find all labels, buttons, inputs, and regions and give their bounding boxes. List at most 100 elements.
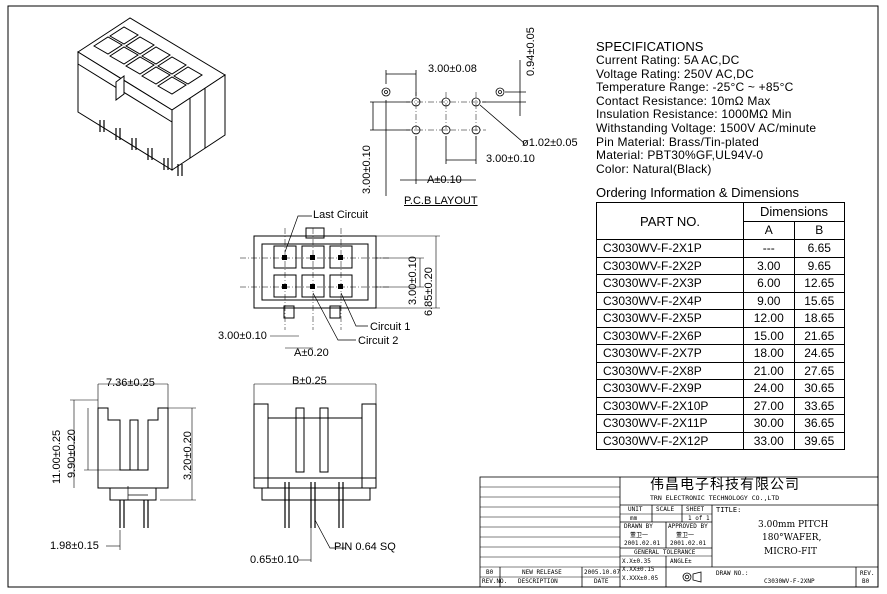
top-view bbox=[240, 215, 440, 349]
top-dim-right1: 3.00±0.10 bbox=[407, 256, 419, 305]
pcb-layout-title: P.C.B LAYOUT bbox=[404, 195, 478, 207]
rev-value: B0 bbox=[862, 578, 870, 585]
rev-code: B0 bbox=[486, 569, 494, 576]
scale-label: SCALE bbox=[656, 506, 675, 513]
top-dim-a: A±0.20 bbox=[294, 347, 329, 359]
part-no-cell: C3030WV-F-2X7P bbox=[596, 344, 744, 363]
unit-label: UNIT bbox=[628, 506, 643, 513]
angle-label: ANGLE± bbox=[670, 558, 692, 565]
dimensions-header: Dimensions bbox=[743, 202, 845, 222]
front-dim-b: B±0.25 bbox=[292, 375, 327, 387]
dim-b-cell: 18.65 bbox=[793, 309, 845, 328]
part-no-cell: C3030WV-F-2X4P bbox=[596, 291, 744, 310]
part-no-header: PART NO. bbox=[596, 202, 744, 240]
rev-label: REV. bbox=[860, 570, 875, 577]
last-circuit-label: Last Circuit bbox=[313, 209, 369, 221]
spec-line: Contact Resistance: 10mΩ Max bbox=[596, 93, 771, 108]
title-block-grid bbox=[479, 476, 879, 588]
side-dim-h2: 9.90±0.20 bbox=[66, 429, 78, 478]
dim-b-cell: 15.65 bbox=[793, 291, 845, 310]
sheet-label: SHEET bbox=[686, 506, 705, 513]
spec-line: Withstanding Voltage: 1500V AC/minute bbox=[596, 121, 817, 135]
dim-b-cell: 24.65 bbox=[793, 344, 845, 363]
pcb-dim-a: A±0.10 bbox=[427, 174, 462, 186]
pcb-dim-hole: ø1.02±0.05 bbox=[522, 137, 578, 149]
date-label: DATE bbox=[594, 578, 609, 585]
pcb-layout-view bbox=[370, 60, 526, 196]
dim-a-cell: --- bbox=[743, 239, 795, 258]
dim-a-cell: 24.00 bbox=[743, 379, 795, 398]
part-no-cell: C3030WV-F-2X8P bbox=[596, 361, 744, 380]
dim-b-cell: 27.65 bbox=[793, 361, 845, 380]
dim-b-cell: 6.65 bbox=[793, 239, 845, 258]
dim-a-cell: 15.00 bbox=[743, 326, 795, 345]
side-dim-width: 7.36±0.25 bbox=[106, 377, 155, 389]
part-no-cell: C3030WV-F-2X6P bbox=[596, 326, 744, 345]
approved-by-label: APPROVED BY bbox=[668, 523, 708, 530]
dim-b-cell: 12.65 bbox=[793, 274, 845, 293]
tolerance-3: X.XXX±0.05 bbox=[622, 575, 659, 582]
spec-line: Insulation Resistance: 1000MΩ Min bbox=[596, 107, 792, 122]
spec-line: Temperature Range: -25°C ~ +85°C bbox=[596, 80, 794, 95]
draw-no-label: DRAW NO.: bbox=[716, 570, 749, 577]
sheet-value: 1 of 1 bbox=[688, 515, 710, 522]
table-row: C3030WV-F-2X1P---6.65 bbox=[596, 239, 845, 258]
sheet-border bbox=[7, 5, 879, 588]
specifications-heading: SPECIFICATIONS bbox=[596, 39, 704, 54]
description-label: DESCRIPTION bbox=[518, 578, 558, 585]
rev-no-label: REV.NO. bbox=[482, 578, 508, 585]
circuit-1-label: Circuit 1 bbox=[370, 321, 411, 333]
unit-value: mm bbox=[630, 515, 638, 522]
title-label: TITLE: bbox=[716, 506, 742, 514]
rev-date: 2005.10.07 bbox=[584, 569, 621, 576]
drawn-date: 2001.02.01 bbox=[624, 540, 661, 547]
col-b-header: B bbox=[793, 220, 845, 240]
part-no-cell: C3030WV-F-2X10P bbox=[596, 396, 744, 415]
front-dim-pin: 0.65±0.10 bbox=[250, 554, 299, 566]
side-view bbox=[70, 383, 196, 550]
circuit-2-label: Circuit 2 bbox=[358, 335, 399, 347]
part-no-cell: C3030WV-F-2X1P bbox=[596, 239, 744, 258]
approved-by-name: 董卫一 bbox=[676, 532, 695, 539]
ordering-heading: Ordering Information & Dimensions bbox=[596, 185, 800, 200]
table-header-row: A B bbox=[597, 220, 845, 240]
part-no-cell: C3030WV-F-2X9P bbox=[596, 379, 744, 398]
side-dim-h1: 11.00±0.25 bbox=[51, 429, 63, 484]
col-a-header: A bbox=[743, 220, 795, 240]
dim-a-cell: 9.00 bbox=[743, 291, 795, 310]
part-no-cell: C3030WV-F-2X3P bbox=[596, 274, 744, 293]
spec-line: Current Rating: 5A AC,DC bbox=[596, 53, 740, 67]
dim-b-cell: 36.65 bbox=[793, 414, 845, 433]
top-dim-pitch-left: 3.00±0.10 bbox=[218, 330, 267, 342]
side-dim-bottom: 1.98±0.15 bbox=[50, 540, 99, 552]
pcb-dim-vertical-top: 0.94±0.05 bbox=[525, 27, 537, 76]
dim-a-cell: 12.00 bbox=[743, 309, 795, 328]
dim-a-cell: 6.00 bbox=[743, 274, 795, 293]
dim-a-cell: 21.00 bbox=[743, 361, 795, 380]
side-dim-h3: 3.20±0.20 bbox=[182, 431, 194, 480]
tolerance-1: X.X±0.35 bbox=[622, 558, 651, 565]
table-header-row: PART NO. Dimensions bbox=[596, 202, 845, 240]
dim-a-cell: 18.00 bbox=[743, 344, 795, 363]
draw-no: C3030WV-F-2XNP bbox=[764, 578, 815, 585]
isometric-connector-view bbox=[77, 17, 226, 176]
part-no-cell: C3030WV-F-2X5P bbox=[596, 309, 744, 328]
rev-description: NEW RELEASE bbox=[522, 569, 562, 576]
dim-b-cell: 9.65 bbox=[793, 256, 845, 275]
spec-line: Color: Natural(Black) bbox=[596, 161, 712, 176]
dim-b-cell: 39.65 bbox=[793, 431, 845, 450]
front-view bbox=[253, 383, 377, 562]
company-name-en: TRN ELECTRONIC TECHNOLOGY CO.,LTD bbox=[650, 494, 780, 502]
title-line: 180°WAFER, bbox=[762, 533, 822, 543]
pcb-dim-pitch-right: 3.00±0.10 bbox=[486, 153, 535, 165]
top-dim-right2: 6.85±0.20 bbox=[423, 267, 435, 316]
part-no-cell: C3030WV-F-2X2P bbox=[596, 256, 744, 275]
